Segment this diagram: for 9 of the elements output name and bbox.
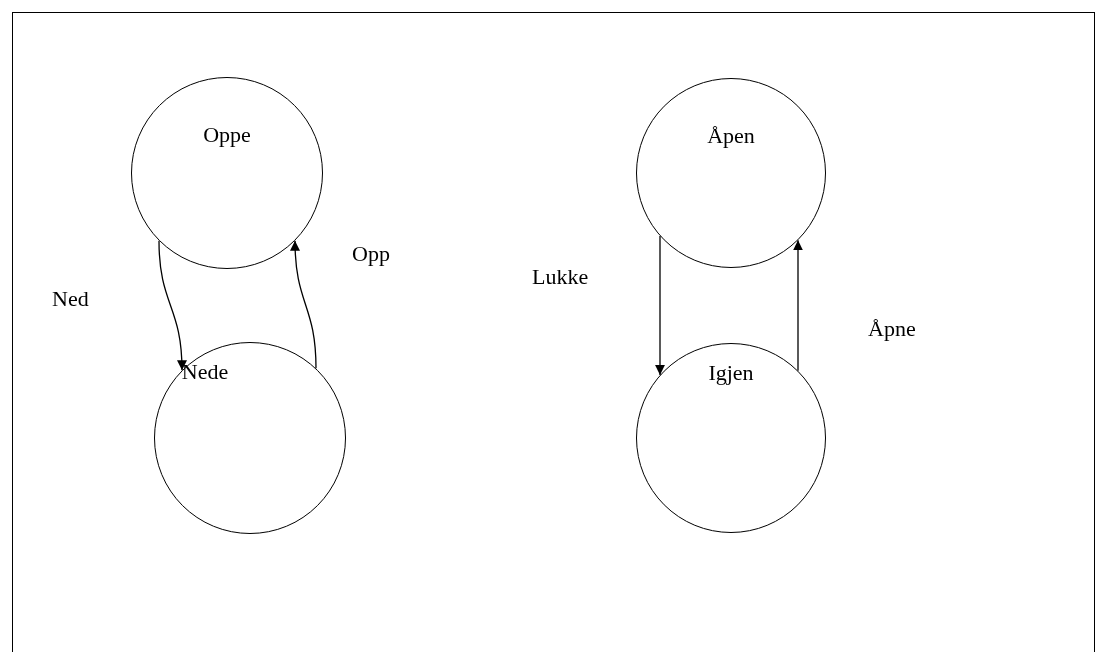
arrow [290, 240, 317, 369]
arrow [158, 240, 187, 371]
arrow [793, 239, 803, 372]
state-label: Igjen [707, 362, 755, 384]
state-label: Nede [180, 361, 230, 383]
arrow [655, 235, 665, 376]
edge-label: Åpne [868, 318, 916, 340]
state-label: Oppe [202, 124, 252, 146]
state-label: Åpen [706, 125, 756, 147]
